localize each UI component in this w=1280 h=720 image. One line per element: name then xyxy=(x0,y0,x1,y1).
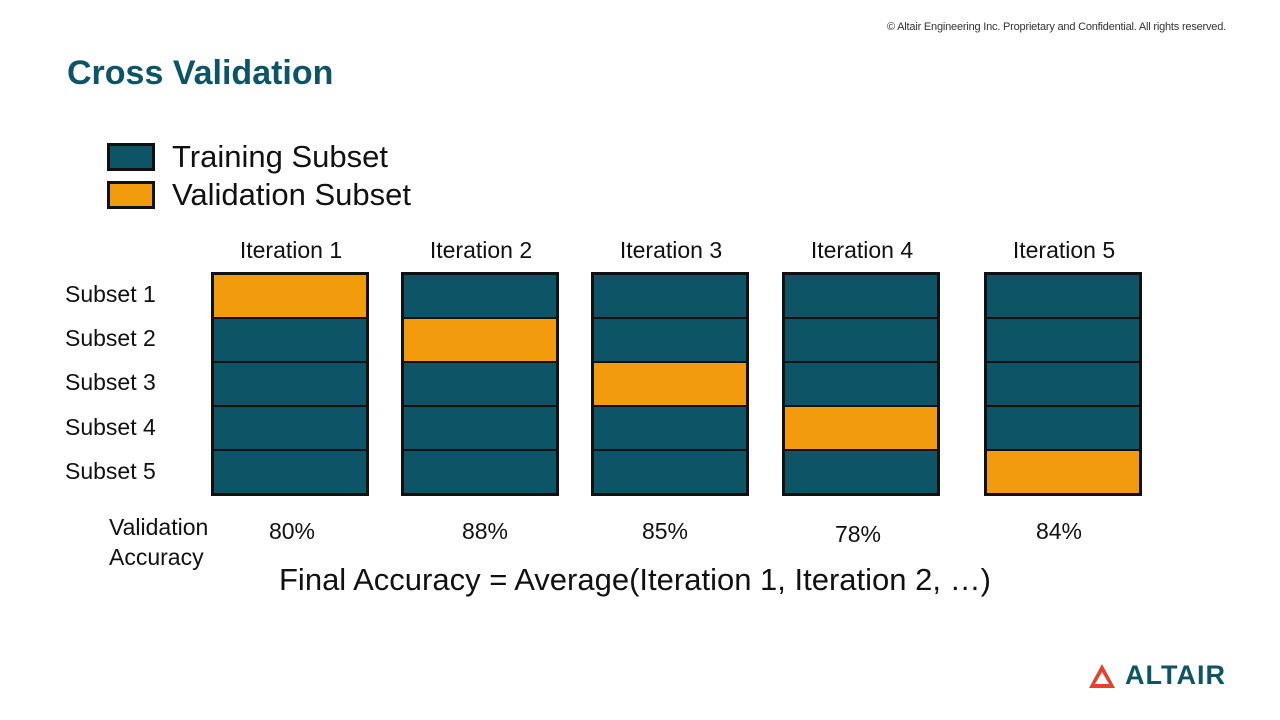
legend-swatch-validation xyxy=(107,181,155,209)
caption-line: Validation xyxy=(109,514,209,540)
fold-cell-5 xyxy=(404,451,556,493)
legend-label-training: Training Subset xyxy=(172,139,388,174)
legend-swatch-training xyxy=(107,143,155,171)
iteration-label: Iteration 3 xyxy=(619,237,723,263)
fold-cell-2 xyxy=(404,319,556,363)
iteration-label: Iteration 1 xyxy=(239,237,343,263)
caption-line: Accuracy xyxy=(109,544,204,570)
fold-block xyxy=(984,272,1142,496)
legend: Training Subset Validation Subset xyxy=(107,138,411,214)
fold-cell-4 xyxy=(214,407,366,451)
fold-cell-4 xyxy=(987,407,1139,451)
iteration-2: Iteration 2 xyxy=(401,236,561,496)
fold-block xyxy=(401,272,559,496)
iteration-label: Iteration 4 xyxy=(810,237,914,263)
fold-cell-1 xyxy=(785,275,937,319)
final-accuracy-formula: Final Accuracy = Average(Iteration 1, It… xyxy=(279,562,991,597)
fold-cell-3 xyxy=(594,363,746,407)
fold-cell-5 xyxy=(594,451,746,493)
slide-title: Cross Validation xyxy=(67,54,334,92)
accuracy-value-1: 80% xyxy=(268,518,316,544)
subset-label-2: Subset 2 xyxy=(65,325,156,351)
iteration-5: Iteration 5 xyxy=(984,236,1144,496)
fold-cell-2 xyxy=(785,319,937,363)
fold-block xyxy=(782,272,940,496)
iteration-label: Iteration 2 xyxy=(429,237,533,263)
fold-cell-5 xyxy=(987,451,1139,493)
fold-cell-3 xyxy=(785,363,937,407)
iteration-1: Iteration 1 xyxy=(211,236,371,496)
iteration-label: Iteration 5 xyxy=(1012,237,1116,263)
fold-cell-4 xyxy=(594,407,746,451)
fold-block xyxy=(211,272,369,496)
altair-logo: ALTAIR xyxy=(1087,660,1226,691)
fold-cell-3 xyxy=(404,363,556,407)
subset-label-1: Subset 1 xyxy=(65,281,156,307)
validation-accuracy-caption: Validation Accuracy xyxy=(109,512,208,572)
fold-cell-1 xyxy=(594,275,746,319)
fold-cell-4 xyxy=(404,407,556,451)
logo-text: ALTAIR xyxy=(1125,660,1226,690)
fold-cell-5 xyxy=(214,451,366,493)
accuracy-value-2: 88% xyxy=(461,518,509,544)
fold-cell-1 xyxy=(987,275,1139,319)
iteration-4: Iteration 4 xyxy=(782,236,942,496)
fold-cell-5 xyxy=(785,451,937,493)
fold-cell-4 xyxy=(785,407,937,451)
copyright-notice: © Altair Engineering Inc. Proprietary an… xyxy=(887,21,1226,33)
fold-cell-2 xyxy=(987,319,1139,363)
fold-cell-2 xyxy=(594,319,746,363)
accuracy-value-3: 85% xyxy=(641,518,689,544)
fold-cell-1 xyxy=(404,275,556,319)
legend-label-validation: Validation Subset xyxy=(172,177,411,212)
fold-cell-3 xyxy=(214,363,366,407)
iteration-3: Iteration 3 xyxy=(591,236,751,496)
fold-cell-1 xyxy=(214,275,366,319)
accuracy-value-5: 84% xyxy=(1035,518,1083,544)
subset-label-4: Subset 4 xyxy=(65,414,156,440)
fold-block xyxy=(591,272,749,496)
fold-cell-3 xyxy=(987,363,1139,407)
legend-item-validation: Validation Subset xyxy=(107,176,411,214)
legend-item-training: Training Subset xyxy=(107,138,411,176)
fold-cell-2 xyxy=(214,319,366,363)
subset-label-5: Subset 5 xyxy=(65,458,156,484)
subset-label-3: Subset 3 xyxy=(65,369,156,395)
altair-logo-icon xyxy=(1089,663,1116,688)
accuracy-value-4: 78% xyxy=(834,521,882,547)
